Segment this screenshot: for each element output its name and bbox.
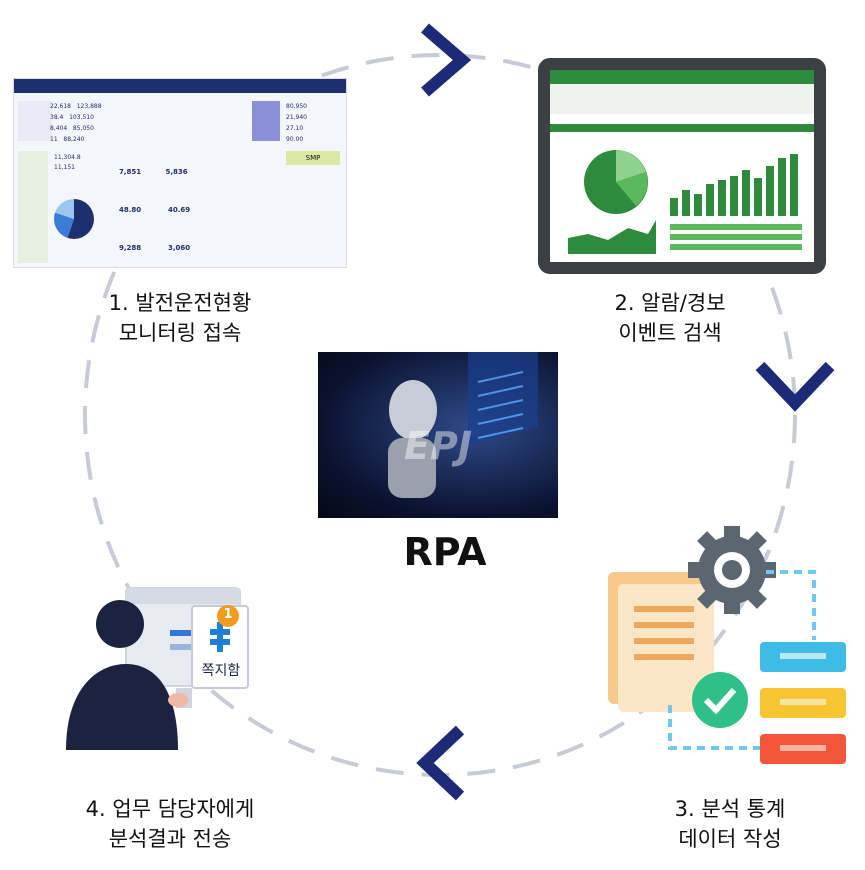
dash-value: 123,888 xyxy=(76,103,102,110)
arrow-left-icon xyxy=(416,725,465,801)
dash-value: 90.00 xyxy=(286,136,304,143)
step-4-line1: 4. 업무 담당자에게 xyxy=(85,797,255,821)
robot-image: EPJ xyxy=(318,352,558,518)
dashboard-header xyxy=(14,79,346,93)
document-icon xyxy=(608,572,714,712)
watermark: EPJ xyxy=(404,424,472,468)
dash-value: 22,618 xyxy=(50,103,71,110)
dash-value: 11,304.8 xyxy=(54,154,81,161)
step-1-line1: 1. 발전운전현황 xyxy=(108,291,252,315)
flowchart-icon xyxy=(760,642,846,764)
step-3-label: 3. 분석 통계 데이터 작성 xyxy=(620,794,840,854)
notification-badge-count: 1 xyxy=(223,607,233,622)
dash-value: 48.80 xyxy=(119,206,142,214)
dash-value: 8,404 xyxy=(50,125,68,132)
dash-value: 38.4 xyxy=(50,114,64,121)
dash-value: 11 xyxy=(50,136,58,143)
dash-value: 9,288 xyxy=(119,244,142,252)
step-3-line2: 데이터 작성 xyxy=(678,827,782,851)
excel-laptop-image xyxy=(538,58,826,274)
monitoring-dashboard-image: SMP 22,618 123,888 38.4 103,510 8,404 85… xyxy=(13,78,347,268)
step-2-line2: 이벤트 검색 xyxy=(618,321,722,345)
step-1-line2: 모니터링 접속 xyxy=(118,321,242,345)
analysis-illustration xyxy=(608,526,846,764)
arrow-right-icon xyxy=(421,23,472,97)
dash-value: 88,240 xyxy=(63,136,85,143)
user-icon xyxy=(66,600,188,750)
dash-value: 21,940 xyxy=(286,114,307,121)
pie-chart-thumbnail xyxy=(54,199,94,239)
dash-value: 7,851 xyxy=(119,168,142,176)
smp-tab: SMP xyxy=(286,151,340,165)
check-icon xyxy=(692,672,748,728)
dash-value: 80,950 xyxy=(286,103,307,110)
dash-value: 103,510 xyxy=(69,114,94,121)
dash-value: 27.10 xyxy=(286,125,304,132)
dash-value: 3,060 xyxy=(167,244,191,252)
step-4-label: 4. 업무 담당자에게 분석결과 전송 xyxy=(30,794,310,854)
messenger-label: 쪽지함 xyxy=(201,663,241,679)
dash-value: 40.69 xyxy=(167,206,191,214)
notification-badge xyxy=(217,605,239,627)
dash-value: 5,836 xyxy=(165,168,188,176)
user-messenger-illustration xyxy=(66,587,249,750)
dash-value: 11,151 xyxy=(54,164,75,171)
gear-icon xyxy=(688,526,776,614)
messenger-icon xyxy=(210,622,230,652)
step-4-line2: 분석결과 전송 xyxy=(108,827,232,851)
step-1-label: 1. 발전운전현황 모니터링 접속 xyxy=(60,288,300,348)
step-2-line1: 2. 알람/경보 xyxy=(614,291,726,315)
dash-value: 85,050 xyxy=(72,125,94,132)
center-title: RPA xyxy=(403,530,487,574)
arrow-down-icon xyxy=(755,361,835,412)
step-2-label: 2. 알람/경보 이벤트 검색 xyxy=(560,288,780,348)
step-3-line1: 3. 분석 통계 xyxy=(674,797,786,821)
